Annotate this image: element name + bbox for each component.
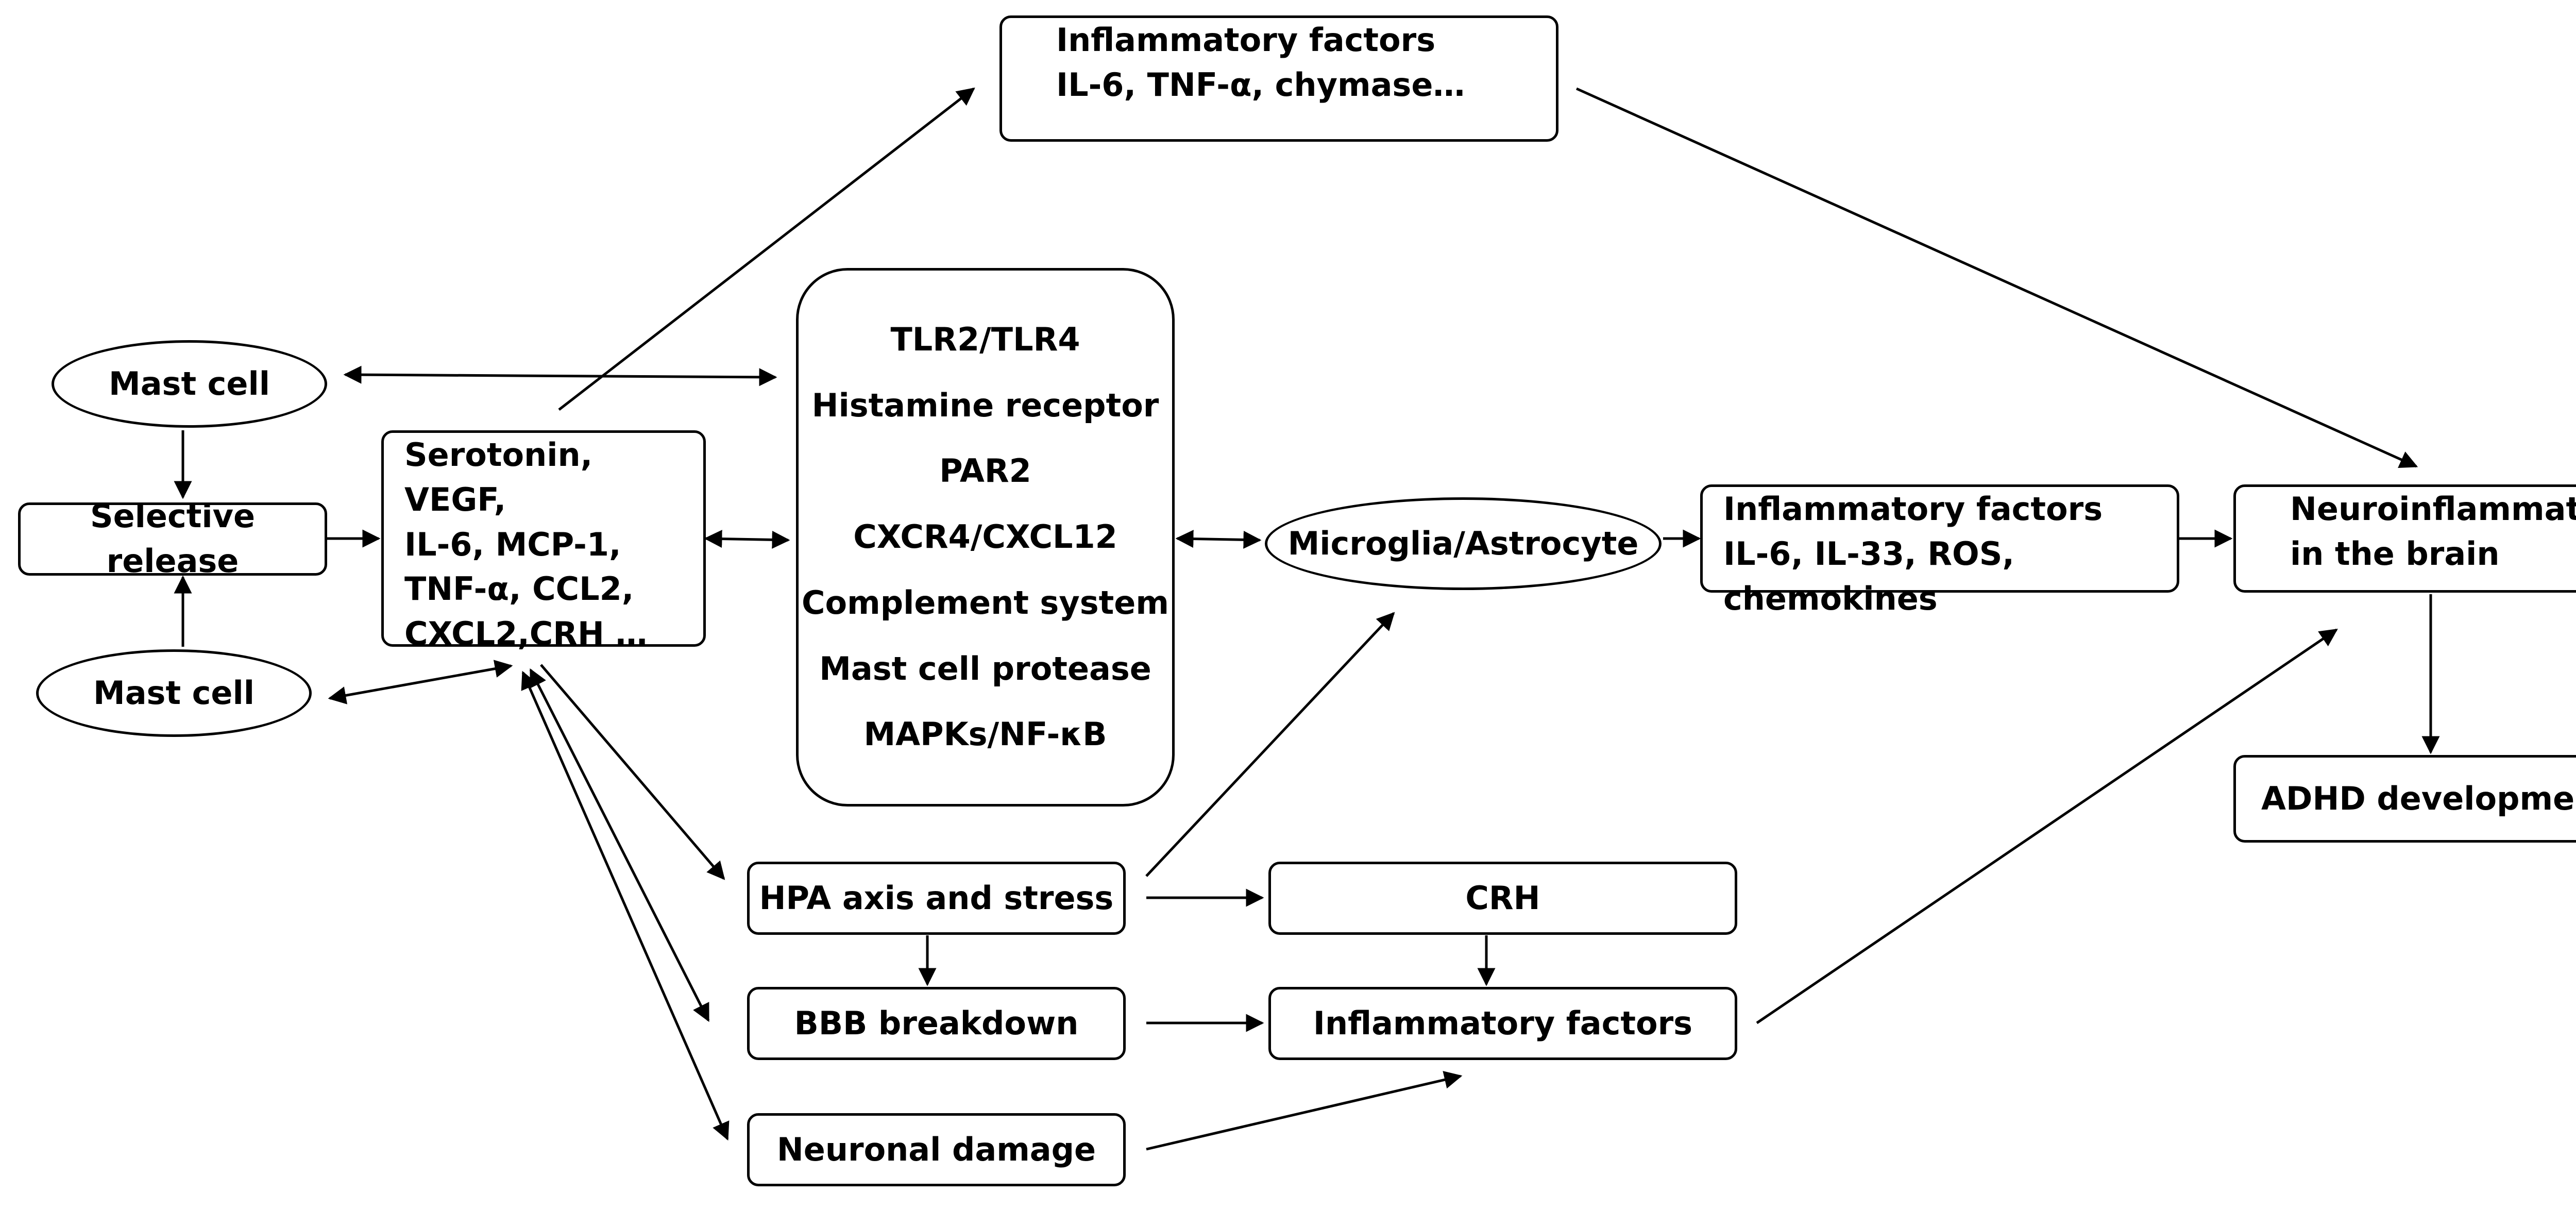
inflammatory-top-line: IL-6, TNF-α, chymase… [1056,65,1465,104]
arrow-hpa-to-microglia [1145,612,1395,877]
mediators-node: Serotonin, VEGF, IL-6, MCP-1, TNF-α, CCL… [381,430,706,652]
inflammatory-low-label: Inflammatory factors [1313,1004,1693,1042]
arrow-neuronal-to-inflammatory-low [1146,1071,1463,1151]
arrow-mediators-bbb [529,668,710,1022]
inflammatory-factors-low-node: Inflammatory factors [1268,987,1737,1060]
mast-cell-top-label: Mast cell [109,364,270,402]
receptor-item: Mast cell protease [819,649,1151,687]
inflammatory-mid-line: Inflammatory factors [1723,490,2103,528]
receptor-item: CXCR4/CXCL12 [853,518,1117,556]
mediators-line: TNF-α, CCL2, [404,570,634,608]
arrow-receptors-microglia [1175,530,1262,549]
arrow-mastcell-top-receptors [343,365,777,387]
inflammatory-mid-line: IL-6, IL-33, ROS, chemokines [1723,534,2014,617]
adhd-development-node: ADHD development [2233,755,2576,843]
adhd-label: ADHD development [2261,779,2576,817]
bbb-breakdown-node: BBB breakdown [747,987,1126,1060]
mast-cell-bottom-label: Mast cell [93,674,255,712]
receptor-item: MAPKs/NF-κB [863,715,1107,753]
receptor-item: Histamine receptor [811,386,1159,424]
crh-node: CRH [1268,862,1737,935]
mediators-line: CXCL2,CRH … [404,615,648,653]
mediators-line: Serotonin, VEGF, [404,436,593,518]
receptor-item: PAR2 [939,452,1031,490]
selective-release-label: Selective release [90,497,256,580]
mast-cell-top-node: Mast cell [52,340,327,428]
arrow-mastcell-bottom-mediators [328,660,513,704]
neuronal-label: Neuronal damage [776,1130,1096,1168]
arrow-inflammatory-top-to-neuroinflammation [1575,87,2418,468]
hpa-axis-node: HPA axis and stress [747,862,1126,935]
arrow-mediators-to-hpa [540,664,725,880]
arrow-mediators-receptors [704,530,790,549]
microglia-label: Microglia/Astrocyte [1287,524,1639,562]
arrow-inflammatory-low-to-neuroinflammation [1756,628,2338,1025]
inflammatory-factors-mid-node: Inflammatory factors IL-6, IL-33, ROS, c… [1700,484,2179,617]
neuroinflammation-line: Neuroinflammation [2290,490,2576,528]
mediators-line: IL-6, MCP-1, [404,525,621,563]
inflammatory-factors-top-node: Inflammatory factors IL-6, TNF-α, chymas… [999,15,1558,142]
arrow-mediators-neuronal [521,670,730,1141]
neuronal-damage-node: Neuronal damage [747,1113,1126,1186]
receptor-item: TLR2/TLR4 [890,320,1080,358]
crh-label: CRH [1465,879,1540,917]
neuroinflammation-line: in the brain [2290,534,2500,573]
mast-cell-bottom-node: Mast cell [36,649,312,737]
inflammatory-top-line: Inflammatory factors [1056,21,1436,59]
receptors-node: TLR2/TLR4 Histamine receptor PAR2 CXCR4/… [796,268,1175,807]
selective-release-node: Selective release [18,497,327,580]
neuroinflammation-node: Neuroinflammation in the brain [2233,484,2576,593]
hpa-label: HPA axis and stress [759,879,1114,917]
bbb-label: BBB breakdown [794,1004,1079,1042]
receptor-item: Complement system [802,583,1169,622]
arrow-mediators-to-inflammatory-top [558,87,975,411]
microglia-astrocyte-node: Microglia/Astrocyte [1265,497,1662,590]
